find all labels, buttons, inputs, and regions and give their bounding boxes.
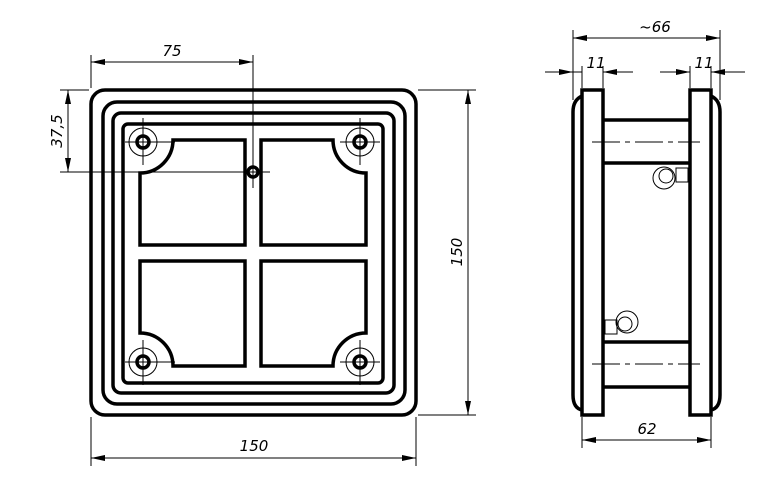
left-rim	[571, 94, 583, 412]
left-plate	[580, 88, 605, 417]
screw-top	[652, 166, 689, 190]
window-bottom-left	[138, 259, 247, 368]
dim-width-label: 150	[240, 437, 269, 455]
dim-left-plate-label: 11	[586, 54, 605, 72]
right-plate	[688, 88, 713, 417]
dim-37-5-label: 37,5	[48, 114, 66, 147]
dim-height-label: 150	[448, 238, 466, 267]
side-view	[571, 88, 722, 417]
dim-overall-depth-label: ~66	[639, 18, 671, 36]
second-frame	[101, 100, 407, 406]
front-view	[60, 55, 418, 417]
dim-body-depth-label: 62	[637, 420, 656, 438]
window-bottom-right	[259, 259, 368, 368]
front-dimensions: 75 37,5 150 150	[48, 42, 476, 466]
right-rim	[710, 94, 722, 412]
screw-bottom	[604, 310, 639, 335]
dim-right-plate-label: 11	[694, 54, 713, 72]
window-top-left	[138, 138, 247, 247]
window-top-right	[259, 138, 368, 247]
side-dimensions: ~66 11 11 62	[545, 18, 745, 448]
dim-75-label: 75	[162, 42, 181, 60]
